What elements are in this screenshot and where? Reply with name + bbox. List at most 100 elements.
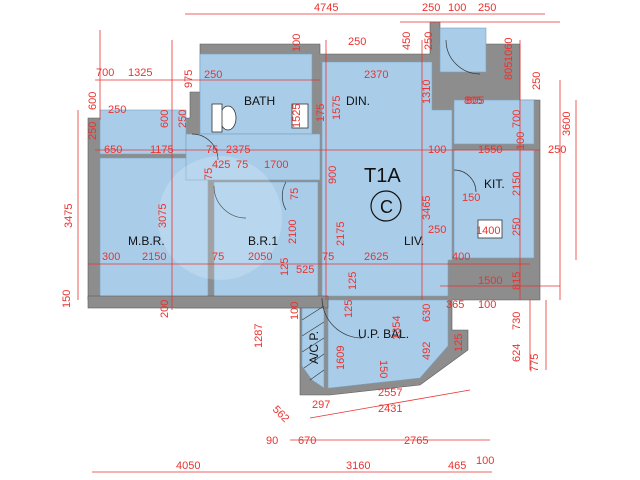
dimension-label: 1325: [128, 67, 152, 79]
dimension-label: 250: [348, 36, 366, 48]
dimension-label: 650: [104, 144, 122, 156]
label-kit: KIT.: [484, 177, 505, 191]
dimension-label: 175: [315, 104, 327, 122]
label-bal: U.P. BAL.: [358, 327, 409, 341]
room-fills: [99, 27, 535, 389]
dimension-label: 805: [464, 95, 482, 107]
dims-bottom: 562 297 2557 2431 90 670 2765 4050 3160 …: [176, 387, 494, 472]
dimension-label: 3465: [421, 196, 433, 220]
dimension-label: 3160: [346, 460, 370, 472]
label-mbr: M.B.R.: [128, 234, 165, 248]
dims-bottom-area: 150 200 1287 100 1609 125 1354 150 630 4…: [61, 290, 541, 379]
dimension-label: 815: [511, 272, 523, 290]
label-bath: BATH: [244, 94, 275, 108]
dimension-label: 775: [529, 354, 541, 372]
dimension-label: 100: [476, 455, 494, 467]
dims-top: 4745 250 100 250 100 250 450 250 1060 80…: [291, 2, 543, 107]
dimension-label: 75: [236, 159, 248, 171]
dimension-label: 75: [203, 168, 215, 180]
dimension-label: 150: [377, 360, 389, 378]
dimension-label: 100: [289, 302, 301, 320]
dimension-label: 805: [503, 62, 515, 80]
dimension-label: 2765: [404, 435, 428, 447]
dims-lower: 300 2150 75 2050 125 525 75 2625 400 150…: [102, 251, 523, 290]
dimension-label: 90: [266, 435, 278, 447]
dimension-label: 2625: [364, 251, 388, 263]
dimension-label: 2050: [248, 251, 272, 263]
dimension-label: 250: [177, 110, 189, 128]
dimension-label: 624: [511, 344, 523, 362]
dimension-label: 975: [183, 70, 195, 88]
dimension-label: 2431: [378, 403, 402, 415]
dimension-label: 600: [87, 92, 99, 110]
unit-type: C: [380, 197, 393, 217]
dimension-label: 700: [511, 110, 523, 128]
dimension-label: 2175: [335, 222, 347, 246]
dimension-label: 150: [462, 192, 480, 204]
dimension-label: 75: [322, 251, 334, 263]
dimension-label: 100: [478, 299, 496, 311]
dimension-label: 670: [298, 435, 316, 447]
dimension-label: 125: [453, 334, 465, 352]
dimension-label: 125: [343, 300, 355, 318]
dimension-label: 1287: [253, 324, 265, 348]
dimension-label: 805: [466, 95, 484, 107]
dimension-label: 525: [296, 264, 314, 276]
dimension-label: 365: [446, 299, 464, 311]
dimension-label: 900: [327, 166, 339, 184]
dimension-label: 600: [159, 110, 171, 128]
dimension-label: 492: [421, 342, 433, 360]
unit-type-circle: [370, 190, 402, 222]
dimension-label: 2370: [364, 69, 388, 81]
dimension-label: 1354: [391, 316, 403, 340]
dimension-label: 1550: [478, 144, 502, 156]
dimension-label: 1575: [331, 96, 343, 120]
dimension-label: 125: [279, 258, 291, 276]
label-liv: LIV.: [404, 234, 424, 248]
dimension-label: 3600: [561, 112, 573, 136]
dimension-label: 250: [422, 2, 440, 14]
dimension-label: 125: [347, 272, 359, 290]
dimension-label: 100: [291, 34, 303, 52]
dimension-label: 75: [212, 251, 224, 263]
label-acp: A/C P.: [307, 331, 321, 364]
dimension-label: 730: [511, 312, 523, 330]
dimension-label: 250: [423, 32, 435, 50]
dimension-label: 250: [108, 104, 126, 116]
dimension-label: 250: [531, 72, 543, 90]
dimension-label: 150: [61, 290, 73, 308]
dimension-label: 1400: [476, 225, 500, 237]
dimension-label: 562: [270, 404, 291, 425]
dimension-label: 1609: [335, 346, 347, 370]
dimension-label: 1310: [421, 80, 433, 104]
dimension-label: 100: [428, 144, 446, 156]
dimension-label: 2150: [142, 251, 166, 263]
room-labels: BATH DIN. M.B.R. B.R.1 LIV. KIT. U.P. BA…: [128, 94, 505, 364]
dims-mid: 650 1175 2375 75 425 75 1700 1525 1575 1…: [104, 69, 527, 171]
south-wall: [87, 295, 329, 309]
label-br1: B.R.1: [248, 234, 278, 248]
label-din: DIN.: [346, 94, 370, 108]
dimension-label: 200: [159, 300, 171, 318]
dimension-label: 400: [452, 251, 470, 263]
dimension-label: 300: [102, 251, 120, 263]
dimension-label: 2557: [378, 387, 402, 399]
dimension-label: 3475: [63, 204, 75, 228]
dimension-lines: [77, 13, 577, 473]
dimension-label: 465: [448, 460, 466, 472]
dimension-label: 2100: [287, 220, 299, 244]
dimension-label: 100: [448, 2, 466, 14]
dimension-label: 4745: [314, 2, 338, 14]
dimension-label: 4050: [176, 460, 200, 472]
dimension-label: 700: [96, 67, 114, 79]
dimension-label: 1500: [478, 275, 502, 287]
dimension-label: 250: [204, 69, 222, 81]
dimension-label: 1700: [264, 159, 288, 171]
dimension-label: 2150: [511, 172, 523, 196]
dimension-label: 250: [87, 122, 99, 140]
dimension-label: 250: [478, 2, 496, 14]
dimension-label: 250: [511, 218, 523, 236]
dimension-label: 1060: [503, 38, 515, 62]
dimension-label: 630: [421, 304, 433, 322]
